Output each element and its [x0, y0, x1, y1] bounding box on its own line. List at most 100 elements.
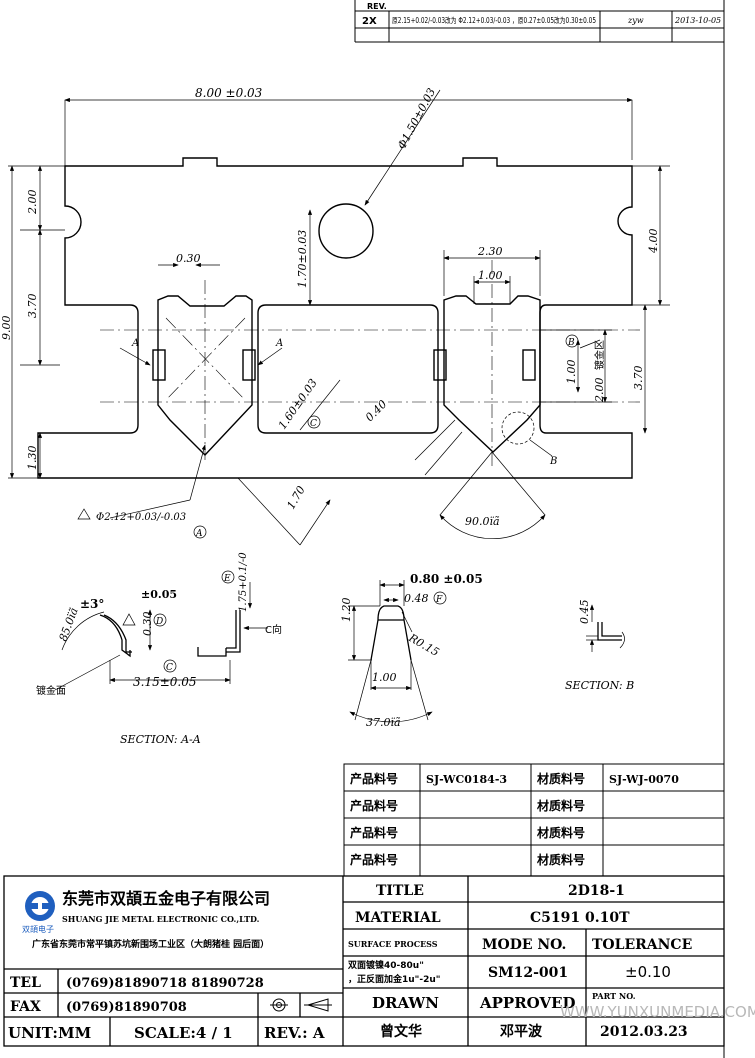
c-direction-label: C向	[265, 623, 282, 636]
mode-value: SM12-001	[488, 965, 568, 981]
tolerance-value: ±0.10	[625, 963, 671, 981]
dim-2-00-right: 2.00	[593, 378, 606, 404]
material-table-value-cell: SJ-WC0184-3	[426, 773, 507, 786]
section-b-labels: 0.45 SECTION: B	[565, 600, 634, 693]
watermark: WWW.YUNXUNMEDIA.COM	[560, 1003, 755, 1021]
section-mark-right: A	[275, 338, 283, 349]
circle-f: F	[435, 595, 443, 605]
revision-table	[355, 10, 724, 42]
tolerance-005: ±0.05	[141, 588, 177, 601]
dim-0-80: 0.80 ±0.05	[410, 572, 483, 586]
mode-label: MODE NO.	[482, 937, 566, 953]
dim-1-75: 1.75+0.1/-0	[238, 552, 249, 612]
dim-3-15: 3.15±0.05	[133, 675, 197, 689]
tel-value: (0769)81890718 81890728	[66, 976, 264, 991]
part-no-label: PART NO.	[592, 991, 636, 1001]
dim-1-00: 1.00	[478, 269, 503, 282]
dim-0-30: 0.30	[176, 252, 201, 265]
company-address: 广东省东莞市常平镇苏坑新围场工业区（大朗猪桂 园后面）	[32, 938, 269, 950]
material-table-value-cell: SJ-WJ-0070	[609, 773, 679, 786]
material-value: C5191 0.10T	[530, 910, 630, 926]
dim-1-70-vert: 1.70±0.03	[296, 230, 309, 288]
material-table-label-cell: 材质料号	[536, 852, 585, 867]
dim-1-30: 1.30	[26, 446, 39, 471]
angle-tolerance-3: ±3°	[80, 597, 104, 611]
unit: UNIT:MM	[8, 1024, 91, 1042]
circle-c-top: C	[310, 419, 317, 429]
section-b-title: SECTION: B	[565, 679, 634, 692]
tel-label: TEL	[10, 975, 41, 991]
material-table-label-cell: 材质料号	[536, 798, 585, 813]
surface-value-2: ，正反面加金1u"-2u"	[348, 973, 440, 985]
rev-date: 2013-10-05	[674, 16, 721, 25]
rev-mark: 2X	[362, 16, 377, 27]
dim-pin-diameter: Φ2.12+0.03/-0.03	[96, 512, 186, 523]
top-view-labels: 8.00 ±0.03 Φ1.50±0.03 2.00 3.70 9.00 1.3…	[0, 86, 660, 539]
angle-90: 90.0ïã	[465, 515, 500, 528]
circle-e: E	[223, 574, 231, 584]
logo-text: 双頡电子	[22, 924, 54, 934]
dim-1-70-diag: 1.70	[284, 484, 308, 512]
dim-0-48: 0.48	[404, 592, 429, 605]
company-name-cn: 东莞市双頡五金电子有限公司	[62, 889, 270, 908]
title-block-grid	[3, 875, 725, 1047]
dim-0-40: 0.40	[363, 398, 390, 425]
material-table-label-cell: 材质料号	[536, 825, 585, 840]
rev-by: zyw	[627, 16, 644, 25]
plating-face-label: 镀金面	[36, 684, 66, 697]
circle-a-top: A	[195, 529, 203, 539]
material-table-label-cell: 材质料号	[536, 771, 585, 786]
dim-1-00-detail: 1.00	[372, 671, 397, 684]
dim-0-30-aa: 0.30	[141, 612, 154, 637]
tolerance-label: TOLERANCE	[592, 937, 692, 953]
dim-3-70-right: 3.70	[632, 366, 645, 391]
company-name-en: SHUANG JIE METAL ELECTRONIC CO.,LTD.	[62, 914, 260, 924]
title-value: 2D18-1	[568, 883, 625, 899]
detail-c-shape	[370, 605, 412, 661]
section-b-shape	[597, 622, 625, 649]
material-table-label-cell: 产品料号	[350, 825, 398, 840]
dim-1-00-right: 1.00	[565, 360, 578, 385]
plating-zone-label: 镀金区	[593, 340, 606, 370]
surface-label: SURFACE PROCESS	[348, 939, 438, 949]
approved-value: 邓平波	[499, 1023, 543, 1040]
top-view-centerlines	[100, 260, 640, 470]
dim-r015: R0.15	[406, 631, 442, 659]
dim-4-00: 4.00	[647, 229, 660, 255]
material-table-label-cell: 产品料号	[350, 798, 398, 813]
top-view-outline	[37, 157, 633, 479]
title-label: TITLE	[376, 883, 424, 899]
angle-85: 85.0ïã	[57, 606, 81, 643]
dim-hole-dia: Φ1.50±0.03	[395, 86, 438, 151]
drawn-label: DRAWN	[372, 994, 439, 1012]
approved-label: APPROVED	[479, 994, 576, 1012]
drawing-frame	[354, 0, 725, 1058]
top-view-dimensions	[8, 89, 670, 546]
section-aa-shape	[99, 610, 241, 658]
detail-c-labels: 0.80 ±0.05 0.48 F 1.20 R0.15 1.00 37.0ïã	[340, 572, 483, 729]
rev-triangle-aa-icon	[122, 613, 136, 626]
date-value: 2012.03.23	[600, 1024, 688, 1040]
dim-9-00: 9.00	[0, 316, 13, 341]
rev-description: 原2.15+0.02/-0.03改为 Φ2.12+0.03/-0.03 ，原0.…	[392, 15, 596, 25]
dim-2-00: 2.00	[26, 190, 39, 216]
dim-0-45: 0.45	[578, 600, 591, 625]
projection-symbol-icon	[270, 998, 332, 1012]
dim-width: 8.00 ±0.03	[195, 86, 263, 100]
section-aa-labels: ±3° ±0.05 85.0ïã 0.30 1.75+0.1/-0 C向 镀金面…	[36, 552, 282, 746]
circle-c-aa: C	[166, 663, 173, 673]
angle-37: 37.0ïã	[366, 716, 401, 729]
circle-d: D	[155, 617, 163, 627]
dim-2-30: 2.30	[477, 245, 503, 258]
rev-triangle-icon	[77, 508, 91, 520]
circle-b-top: B	[567, 338, 575, 348]
fax-value: (0769)81890708	[66, 1000, 187, 1015]
dim-1-20: 1.20	[340, 598, 353, 623]
rev-header: REV.	[367, 2, 387, 11]
section-mark-left: A	[131, 338, 139, 349]
drawn-value: 曾文华	[380, 1023, 422, 1040]
section-aa-dims	[54, 582, 268, 691]
material-table-label-cell: 产品料号	[350, 852, 398, 867]
